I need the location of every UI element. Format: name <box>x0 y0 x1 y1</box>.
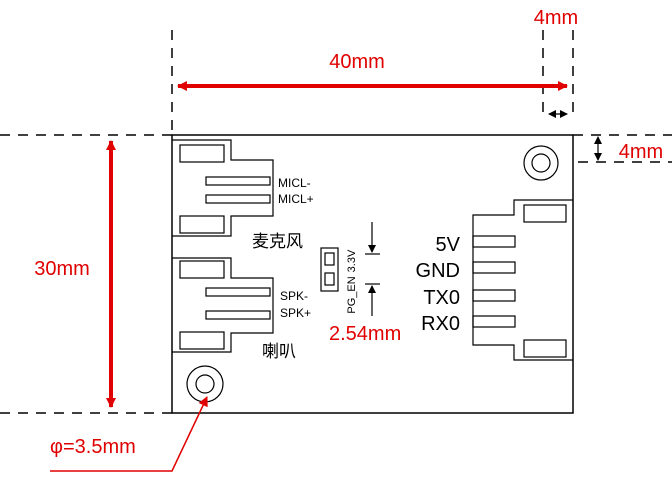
pitch-arrows <box>365 222 380 316</box>
pin-tx0-label: TX0 <box>423 287 460 309</box>
small-dimension-arrows <box>548 110 602 161</box>
dim-hole-diameter-label: φ=3.5mm <box>50 436 136 458</box>
dimension-arrows <box>106 81 568 408</box>
pin-rx0-label: RX0 <box>421 313 460 335</box>
speaker-label: 喇叭 <box>262 342 296 362</box>
pin-gnd-label: GND <box>416 260 460 282</box>
hole-leader-line <box>50 396 208 472</box>
microphone-label: 麦克风 <box>252 232 303 252</box>
mounting-hole-top-right <box>523 145 559 181</box>
jumper-pg-en-label: PG_EN <box>346 276 358 313</box>
board-outline <box>171 134 574 414</box>
dim-hole-offset-x-label: 4mm <box>534 7 578 29</box>
jumper-header <box>320 247 339 292</box>
mic-plus-label: MICL+ <box>278 192 314 206</box>
jumper-3v3-label: 3.3V <box>346 249 358 272</box>
speaker-connector <box>172 257 274 353</box>
spk-minus-label: SPK- <box>280 289 308 303</box>
dim-width-label: 40mm <box>329 51 385 73</box>
microphone-connector <box>172 139 274 237</box>
spk-plus-label: SPK+ <box>280 306 311 320</box>
mic-minus-label: MICL- <box>278 176 311 190</box>
dim-pin-pitch-label: 2.54mm <box>329 323 401 345</box>
dim-hole-offset-y-label: 4mm <box>619 141 663 163</box>
uart-connector <box>472 199 573 361</box>
extension-lines <box>0 30 672 414</box>
pin-5v-label: 5V <box>436 234 461 256</box>
dim-height-label: 30mm <box>34 258 90 280</box>
